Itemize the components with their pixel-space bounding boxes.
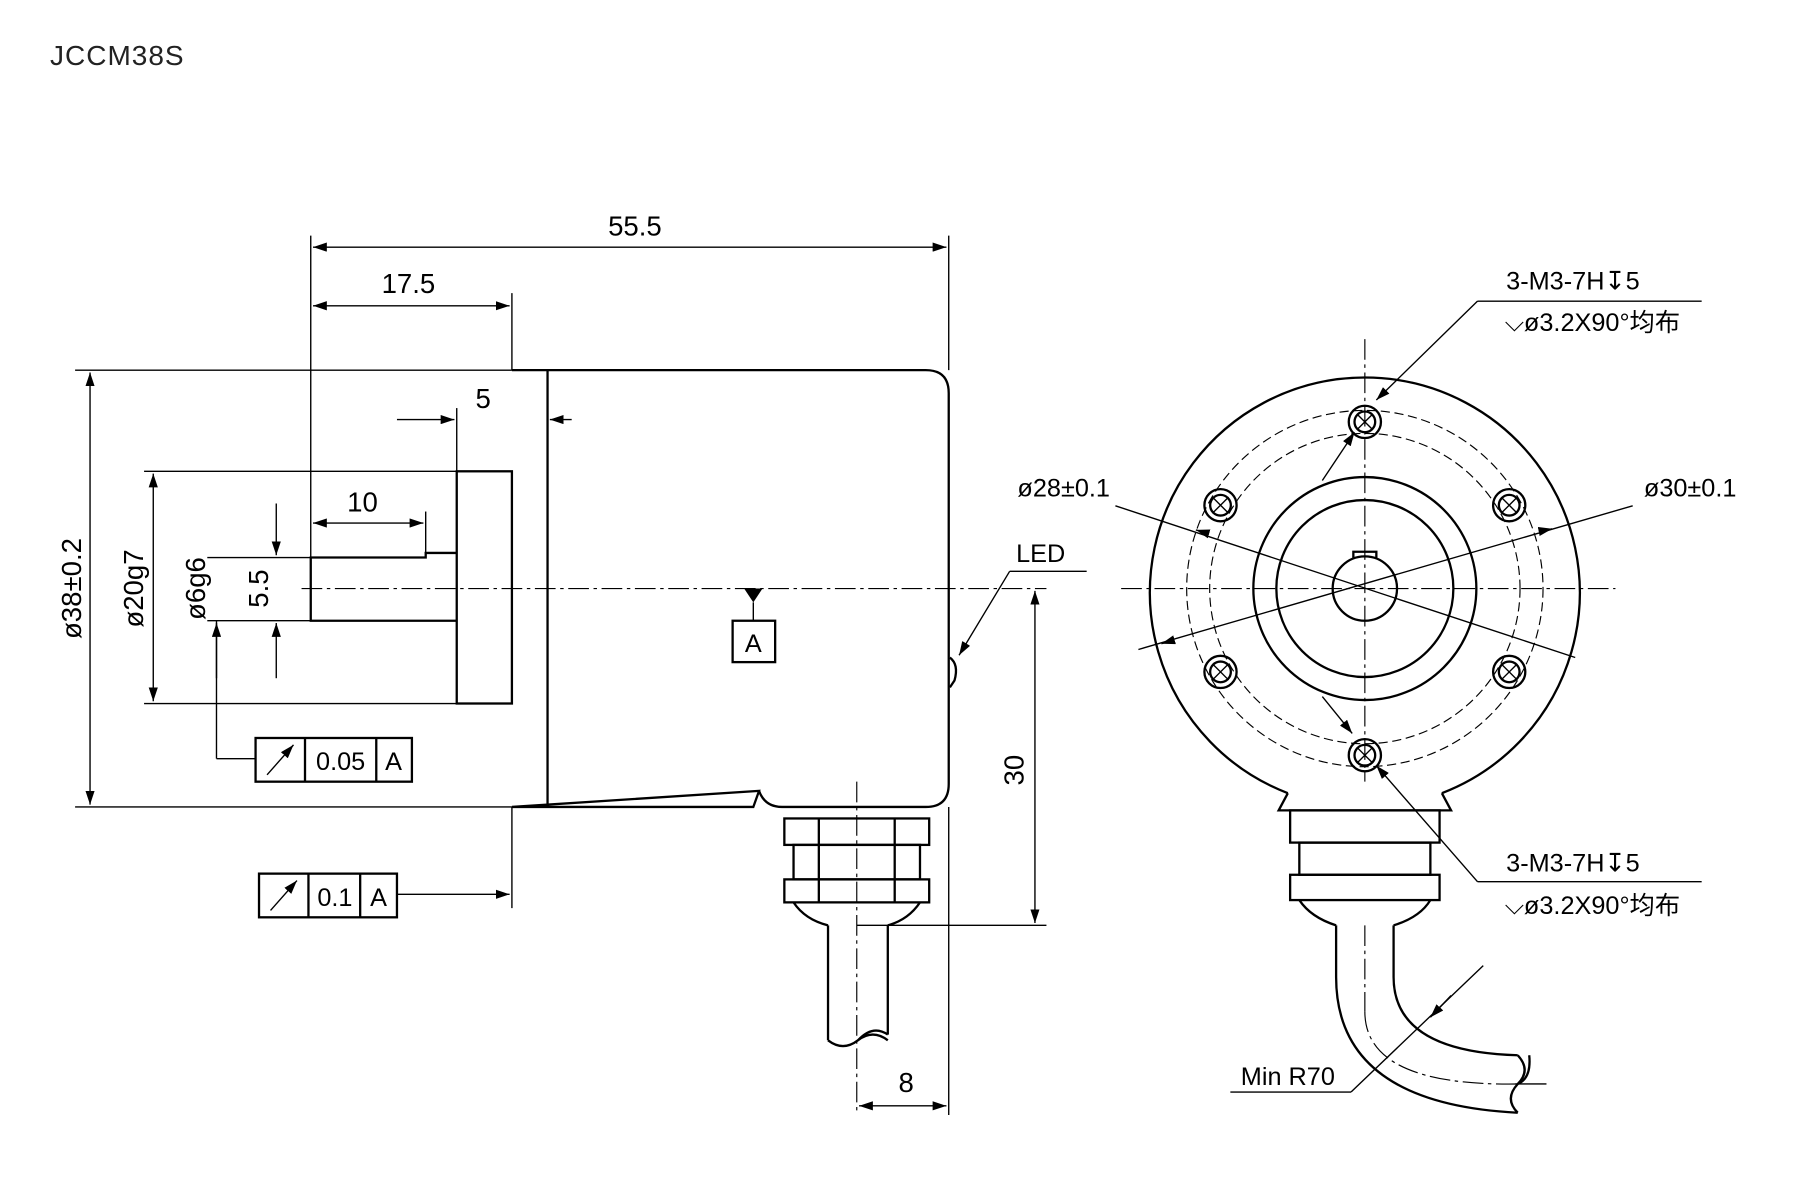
hole-callout-top-line2: ⌵ø3.2X90°均布 (1505, 309, 1680, 337)
dim-boss-diameter: ø20g7 (118, 549, 149, 627)
hole-cross (1211, 496, 1230, 514)
mounting-hole (1497, 660, 1521, 684)
runout-arrow-icon (266, 744, 295, 776)
dim-shaft-to-flange: 17.5 (382, 268, 436, 299)
hole-cross (1211, 663, 1230, 681)
mounting-hole (1491, 487, 1527, 523)
dim-overall-length: 55.5 (608, 211, 662, 242)
dim-flat: 5.5 (243, 569, 274, 607)
dim-cable-height: 30 (998, 755, 1029, 786)
hole-callout-bottom-line2: ⌵ø3.2X90°均布 (1505, 892, 1680, 920)
front-view (1121, 339, 1616, 1114)
hole-cross (1500, 663, 1518, 681)
led-label: LED (1016, 540, 1065, 568)
drawing-title: JCCM38S (50, 40, 185, 71)
dim-pcd-inner: ø28±0.1 (1017, 475, 1110, 503)
dim-pcd-outer: ø30±0.1 (1644, 475, 1737, 503)
dim-bend-radius: Min R70 (1241, 1063, 1335, 1091)
dim-shaft-length: 10 (347, 487, 378, 518)
side-view (301, 368, 1047, 1116)
tolerance-datum: A (385, 748, 402, 776)
hole-cross (1500, 496, 1518, 514)
runout-arrow-icon (269, 880, 298, 911)
tolerance-value: 0.05 (316, 748, 365, 776)
dim-flange-thickness: 5 (476, 383, 491, 414)
tolerance-datum: A (370, 884, 387, 912)
hole-callout-bottom-line1: 3-M3-7H↧5 (1506, 849, 1640, 877)
side-dimensions: 55.5 17.5 5 10 ø38±0.2 ø20g7 ø6g6 5.5 0.… (56, 211, 1087, 1116)
dim-shaft-diameter: ø6g6 (180, 557, 211, 620)
mounting-hole (1209, 660, 1232, 684)
mounting-hole (1497, 493, 1521, 517)
mounting-hole (1203, 654, 1238, 690)
hole-callout-top-line1: 3-M3-7H↧5 (1506, 268, 1640, 296)
mounting-hole (1491, 654, 1527, 690)
mounting-hole (1209, 493, 1232, 517)
front-dimensions: ø28±0.1 ø30±0.1 3-M3-7H↧5 ⌵ø3.2X90°均布 3-… (1017, 268, 1737, 1093)
dim-body-diameter: ø38±0.2 (56, 538, 87, 639)
tolerance-value: 0.1 (317, 884, 352, 912)
dim-cable-offset: 8 (899, 1067, 914, 1098)
mounting-hole (1203, 487, 1238, 523)
datum-label: A (745, 630, 762, 658)
